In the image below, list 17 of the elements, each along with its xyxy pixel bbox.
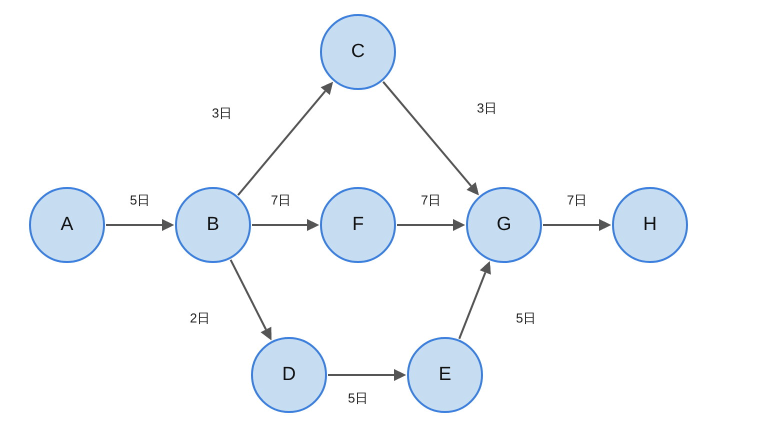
arrow (543, 219, 611, 231)
arrow (458, 261, 491, 340)
node-label: E (438, 362, 452, 387)
arrow (382, 81, 479, 196)
arrow (230, 259, 272, 340)
node-label: G (496, 212, 512, 237)
node-label: B (206, 212, 220, 237)
node-label: A (60, 212, 74, 237)
node-label: H (643, 212, 657, 237)
node-label: D (282, 362, 296, 387)
arrow (328, 369, 406, 381)
arrow (106, 219, 174, 231)
arrow (397, 219, 465, 231)
node-label: F (352, 212, 364, 237)
arrow (252, 219, 319, 231)
arrow (237, 82, 333, 196)
node-label: C (351, 40, 365, 64)
